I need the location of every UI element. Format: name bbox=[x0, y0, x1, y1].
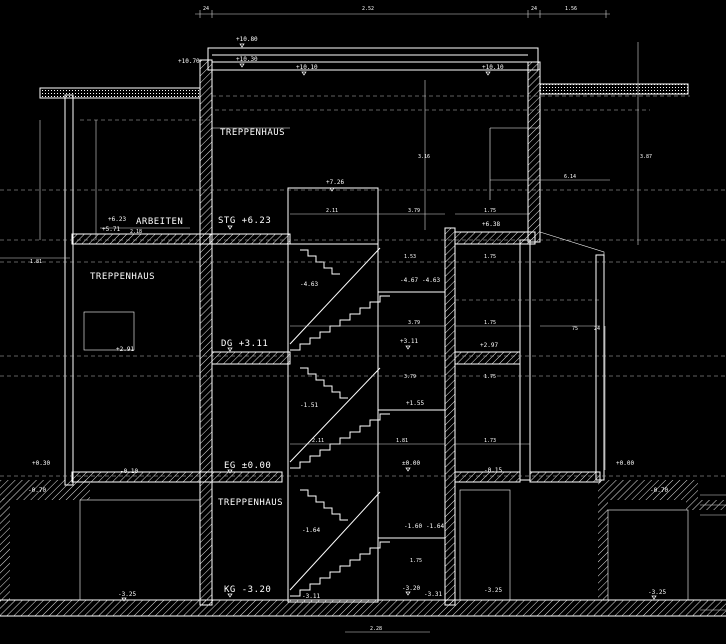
level-160: -1.60 bbox=[404, 523, 422, 530]
dim-175a: 1.75 bbox=[484, 208, 496, 214]
level-010: -0.10 bbox=[120, 468, 138, 475]
level-623: +6.23 bbox=[108, 216, 126, 223]
dim-379c: 3.79 bbox=[404, 374, 416, 380]
dim-top-24b: 24 bbox=[531, 6, 537, 12]
level-000: ±0.00 bbox=[402, 460, 420, 467]
dim-top-24a: 24 bbox=[203, 6, 209, 12]
dim-181: 1.81 bbox=[396, 438, 408, 444]
level-638: +6.38 bbox=[482, 221, 500, 228]
dim-175b: 1.75 bbox=[484, 254, 496, 260]
floor-slabs bbox=[39, 83, 689, 483]
dim-153: 1.53 bbox=[404, 254, 416, 260]
level-155: +1.55 bbox=[406, 400, 424, 407]
level-1070: +10.70 bbox=[178, 58, 200, 65]
level-325b: -3.25 bbox=[648, 589, 666, 596]
level-325-right: -3.25 bbox=[484, 587, 502, 594]
level-164: -1.64 bbox=[426, 523, 444, 530]
level-331: -3.31 bbox=[424, 591, 442, 598]
floor-labels: STG +6.23 DG +3.11 EG ±0.00 KG -3.20 bbox=[218, 216, 271, 595]
level-463b: -4.63 bbox=[422, 277, 440, 284]
dim-175c: 1.75 bbox=[484, 320, 496, 326]
level-311: +3.11 bbox=[400, 338, 418, 345]
room-label-treppenhaus-left: TREPPENHAUS bbox=[90, 272, 155, 282]
level-1010-a: +10.10 bbox=[296, 64, 318, 71]
level-291: +2.91 bbox=[116, 346, 134, 353]
dim-top-156: 1.56 bbox=[565, 6, 577, 12]
room-label-treppenhaus-bottom: TREPPENHAUS bbox=[218, 498, 283, 508]
dimension-labels: 24 2.52 24 1.56 2.11 3.79 1.75 1.53 1.75… bbox=[30, 6, 652, 632]
floor-label-stg: STG +6.23 bbox=[218, 216, 271, 226]
floor-label-kg: KG -3.20 bbox=[224, 585, 271, 595]
ground-slab bbox=[0, 480, 726, 617]
dim-379a: 3.79 bbox=[408, 208, 420, 214]
level-030: +0.30 bbox=[32, 460, 50, 467]
level-1010-b: +10.10 bbox=[482, 64, 504, 71]
dim-211b: 2.11 bbox=[312, 438, 324, 444]
dim-175d: 1.75 bbox=[484, 374, 496, 380]
room-labels: TREPPENHAUS TREPPENHAUS TREPPENHAUS ARBE… bbox=[90, 128, 285, 508]
dim-173: 1.73 bbox=[484, 438, 496, 444]
level-070-right: -0.70 bbox=[650, 487, 668, 494]
level-1080: +10.80 bbox=[236, 36, 258, 43]
dim-379b: 3.79 bbox=[408, 320, 420, 326]
level-1030: +10.30 bbox=[236, 56, 258, 63]
dim-218: 2.18 bbox=[130, 229, 142, 235]
walls bbox=[64, 47, 605, 606]
level-triangles bbox=[121, 43, 657, 602]
level-015: -0.15 bbox=[484, 467, 502, 474]
dim-75: 75 bbox=[572, 326, 578, 332]
dim-316: 3.16 bbox=[418, 154, 430, 160]
level-297: +2.97 bbox=[480, 342, 498, 349]
level-070-left: -0.70 bbox=[28, 487, 46, 494]
dim-175e: 1.75 bbox=[410, 558, 422, 564]
level-markers: +10.80 +10.30 +10.10 +10.10 +10.70 +7.26… bbox=[28, 36, 668, 600]
floor-label-eg: EG ±0.00 bbox=[224, 461, 271, 471]
room-label-arbeiten: ARBEITEN bbox=[136, 217, 183, 227]
level-151: -1.51 bbox=[300, 402, 318, 409]
level-726: +7.26 bbox=[326, 179, 344, 186]
level-325-left: -3.25 bbox=[118, 591, 136, 598]
level-463: -4.63 bbox=[300, 281, 318, 288]
dimension-lines bbox=[0, 10, 726, 633]
dim-614: 6.14 bbox=[564, 174, 576, 180]
level-311b: -3.11 bbox=[302, 593, 320, 600]
level-571: +5.71 bbox=[102, 226, 120, 233]
dim-211a: 2.11 bbox=[326, 208, 338, 214]
misc-lines bbox=[79, 127, 689, 601]
level-467: -4.67 bbox=[400, 277, 418, 284]
dim-387: 3.87 bbox=[640, 154, 652, 160]
dim-24r: 24 bbox=[594, 326, 600, 332]
level-000-right: +0.00 bbox=[616, 460, 634, 467]
floor-label-dg: DG +3.11 bbox=[221, 339, 268, 349]
dim-top-252: 2.52 bbox=[362, 6, 374, 12]
dim-181l: 1.81 bbox=[30, 259, 42, 265]
level-320: -3.20 bbox=[402, 585, 420, 592]
room-label-treppenhaus-top: TREPPENHAUS bbox=[220, 128, 285, 138]
dim-228: 2.28 bbox=[370, 626, 382, 632]
level-164-left: -1.64 bbox=[302, 527, 320, 534]
